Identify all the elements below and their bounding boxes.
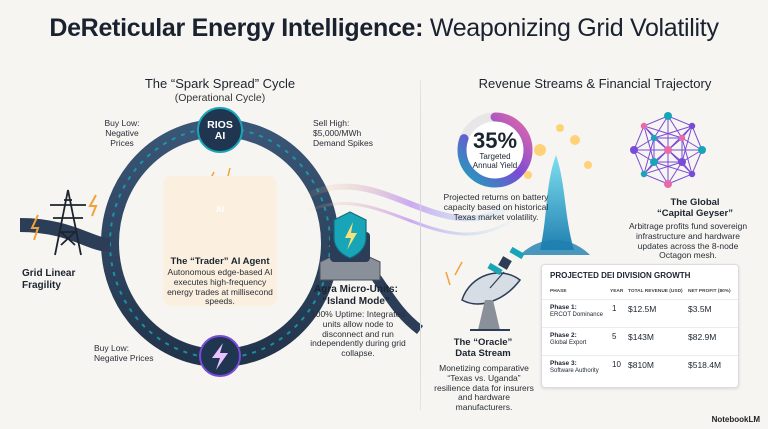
row-phase: Phase 2: [550,332,577,339]
row-revenue: $12.5M [628,304,657,314]
mesh-node [664,146,672,154]
table-row: Phase 3:Software Authority 10 $810M $518… [542,355,738,384]
trader-agent-desc: Autonomous edge-based AI executes high-f… [167,267,273,307]
mesh-link [691,125,703,151]
mesh-link [643,161,683,175]
row-year: 1 [612,304,617,313]
oracle-title: The “Oracle” Data Stream [453,337,513,359]
mesh-node [664,112,672,120]
sell-high-label: Sell High: $5,000/MWh Demand Spikes [313,118,374,148]
notebooklm-brand: NotebookLM [711,415,760,424]
section-divider [420,80,421,410]
row-year: 5 [612,332,617,341]
table-header-year: YEAR [610,289,624,294]
rios-ai-label: RIOS AI [207,119,233,143]
geyser-title: The Global “Capital Geyser” [656,197,734,219]
mesh-node [678,134,686,142]
row-phase: Phase 3: [550,360,577,367]
cycle-heading: The “Spark Spread” Cycle [144,76,296,91]
mesh-node [688,122,696,130]
mesh-link [653,125,693,139]
agra-title: Agra Micro-Units: “Island Mode” [314,284,398,307]
row-profit: $3.5M [688,304,712,314]
growth-table: PROJECTED DEI DIVISION GROWTH PHASE YEAR… [541,264,739,388]
spark-icon-2 [88,194,98,217]
title-light: Weaponizing Grid Volatility [429,14,719,42]
geyser-desc: Arbitrage profits fund sovereign infrast… [628,221,748,261]
table-header-phase: PHASE [550,289,567,294]
mesh-link [667,115,693,127]
buy-low-top-label: Buy Low: Negative Prices [104,118,140,148]
mesh-node [640,170,648,178]
row-revenue: $143M [628,332,654,342]
yield-label: Targeted Annual Yield [472,152,518,170]
row-phase: Phase 1: [550,304,577,311]
row-phase-sub: Global Export [550,340,587,347]
mesh-link [691,149,703,175]
row-profit: $518.4M [688,360,722,370]
mesh-link [653,115,669,139]
mesh-link [643,115,669,127]
row-year: 10 [612,360,621,369]
revenue-heading: Revenue Streams & Financial Trajectory [478,76,712,91]
mesh-link [643,173,669,185]
grid-fragility-label: Grid Linear Fragility [22,268,76,291]
mesh-link [633,149,645,175]
lightning-icon [212,343,228,370]
mesh-node [650,158,658,166]
mesh-link [667,115,683,139]
mesh-link [667,161,683,185]
micro-unit-icon [319,211,381,281]
satellite-dish-icon [461,271,522,331]
table-row: Phase 2:Global Export 5 $143M $82.9M [542,327,738,356]
power-tower-icon [50,189,86,256]
table-header-profit: NET PROFIT (80%) [688,289,731,294]
mesh-link [681,137,693,175]
table-title: PROJECTED DEI DIVISION GROWTH [550,271,691,280]
row-phase-sub: Software Authority [550,368,599,375]
mesh-link [667,173,693,185]
agra-desc: 100% Uptime: Integrated units allow node… [310,309,406,359]
yield-percent: 35% [472,128,518,153]
mesh-node [698,146,706,154]
mesh-globe-icon [630,112,706,188]
mesh-node [640,122,648,130]
mesh-link [653,161,693,175]
satellite-icon [487,246,525,276]
mesh-link [653,161,669,185]
title-bold: DeReticular Energy Intelligence: [49,14,424,42]
mesh-node [650,134,658,142]
mesh-node [678,158,686,166]
trader-agent-card [163,176,277,306]
row-revenue: $810M [628,360,654,370]
yield-ring-arc [457,112,533,188]
page-title: DeReticular Energy Intelligence: Weaponi… [0,14,768,43]
mesh-link [643,137,655,175]
row-profit: $82.9M [688,332,717,342]
trader-agent-title: The “Trader” AI Agent [170,256,270,267]
yield-desc: Projected returns on battery capacity ba… [443,192,549,222]
mesh-link [643,125,655,163]
mesh-link [633,125,645,151]
mesh-node [664,180,672,188]
table-header-revenue: TOTAL REVENUE (USD) [628,289,683,294]
mesh-node [688,170,696,178]
cycle-subheading: (Operational Cycle) [174,92,266,104]
rios-node [197,107,243,153]
ai-chip-label: AI [216,205,224,214]
table-row: Phase 1:ERCOT Dominance 1 $12.5M $3.5M [542,299,738,328]
geyser-icon [520,124,592,255]
mesh-node [630,146,638,154]
buy-low-bottom-label: Buy Low: Negative Prices [94,343,154,363]
mesh-link [643,125,683,139]
row-phase-sub: ERCOT Dominance [550,312,603,319]
spark-icon-1 [30,214,40,241]
mesh-link [681,125,693,163]
oracle-desc: Monetizing comparative “Texas vs. Uganda… [434,363,534,413]
